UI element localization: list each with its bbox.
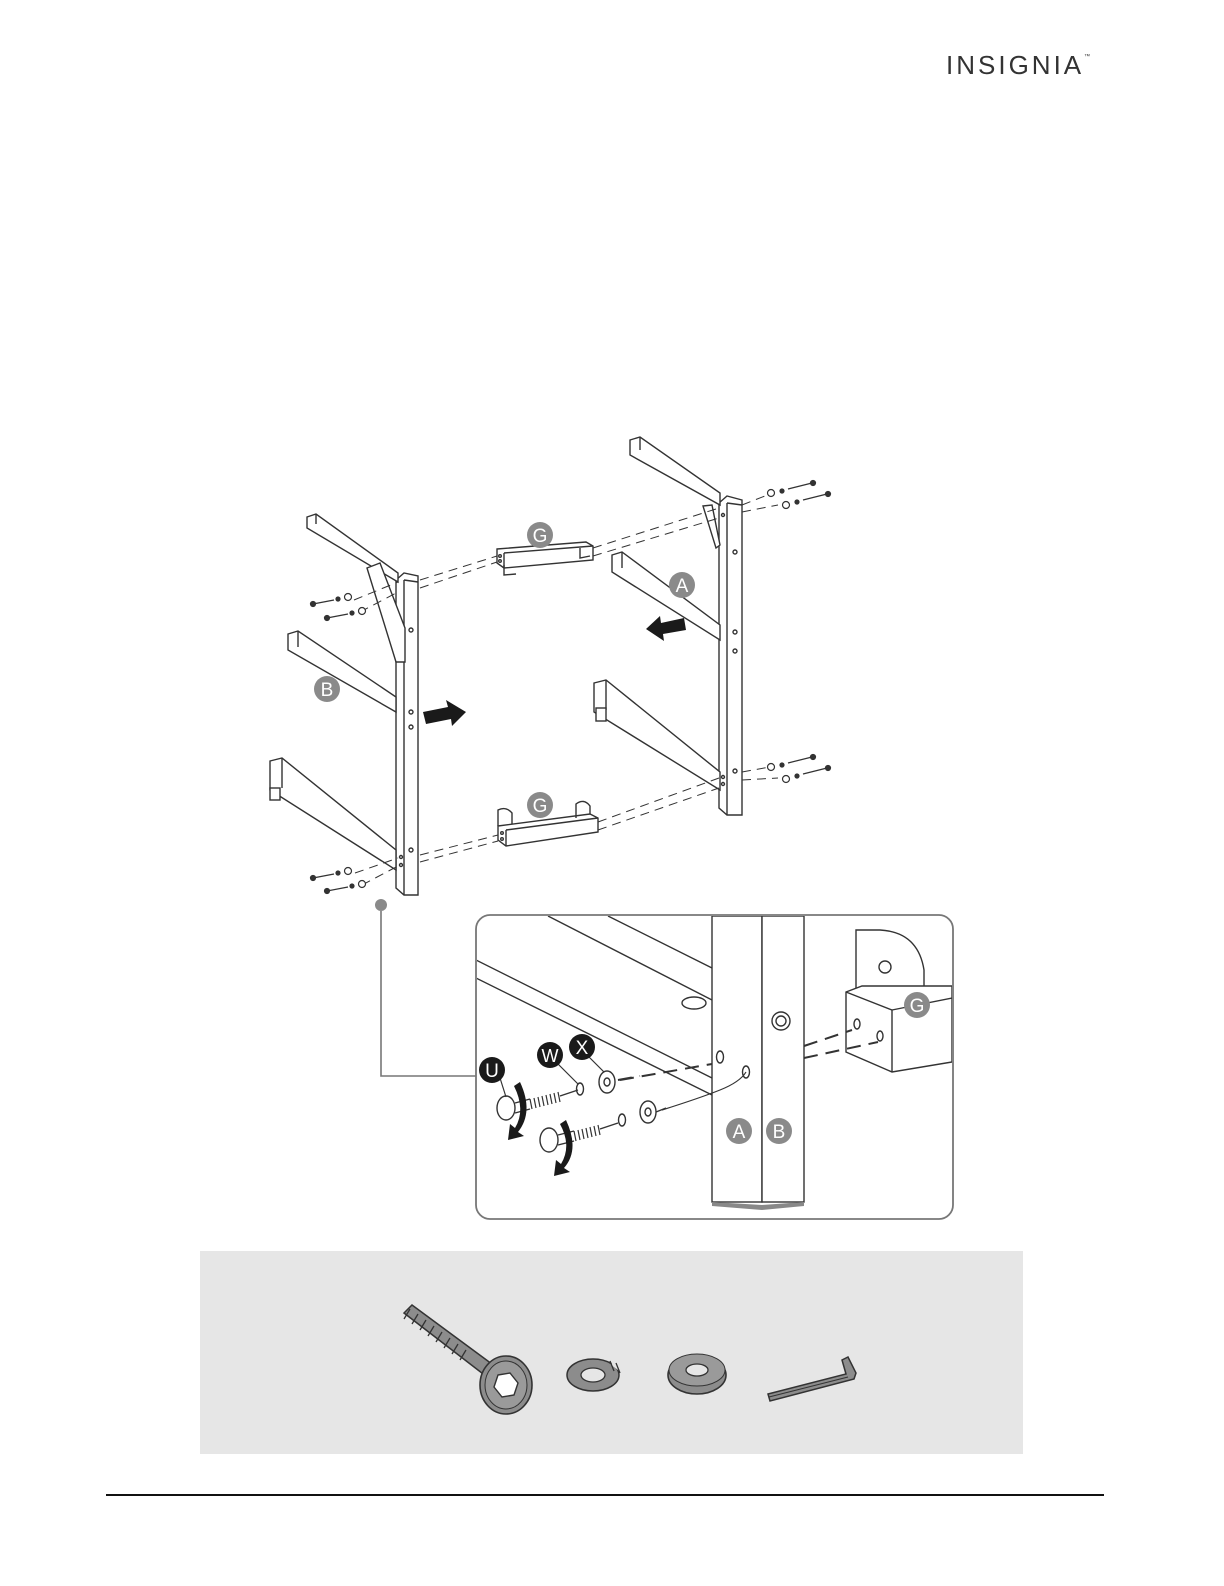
detail-view: U W X G A B [476, 915, 953, 1219]
fasteners-left-top [311, 594, 366, 621]
svg-text:G: G [533, 526, 548, 547]
label-x-flat-washer: X [569, 1034, 595, 1060]
arrow-left-icon [646, 616, 686, 641]
svg-text:U: U [485, 1061, 499, 1082]
label-g-bottom: G [527, 792, 553, 818]
label-b-detail: B [766, 1118, 792, 1144]
svg-text:B: B [321, 680, 334, 701]
fasteners-right-top [768, 481, 831, 509]
left-frame [270, 514, 418, 895]
label-b-frame: B [314, 676, 340, 702]
label-a-detail: A [726, 1118, 752, 1144]
label-g-detail: G [904, 992, 930, 1018]
label-u-bolt: U [479, 1057, 505, 1083]
allen-wrench-icon [768, 1357, 856, 1401]
lock-washer-icon [567, 1359, 620, 1391]
label-a-frame: A [669, 572, 695, 598]
arrow-right-icon [423, 700, 466, 726]
label-g-top: G [527, 522, 553, 548]
svg-text:G: G [910, 996, 925, 1017]
svg-text:A: A [733, 1122, 746, 1143]
parts-illustrations [200, 1251, 1023, 1454]
svg-text:W: W [542, 1046, 559, 1066]
svg-text:X: X [576, 1038, 589, 1059]
svg-text:A: A [676, 576, 689, 597]
svg-text:B: B [773, 1122, 786, 1143]
bolt-icon [404, 1305, 532, 1414]
svg-text:G: G [533, 796, 548, 817]
flat-washer-icon [668, 1354, 726, 1394]
footer-divider [106, 1494, 1104, 1496]
parts-panel [200, 1251, 1023, 1454]
label-w-lock-washer: W [537, 1042, 563, 1068]
detail-callout-leader [375, 899, 476, 1076]
fasteners-left-bottom [311, 868, 366, 894]
